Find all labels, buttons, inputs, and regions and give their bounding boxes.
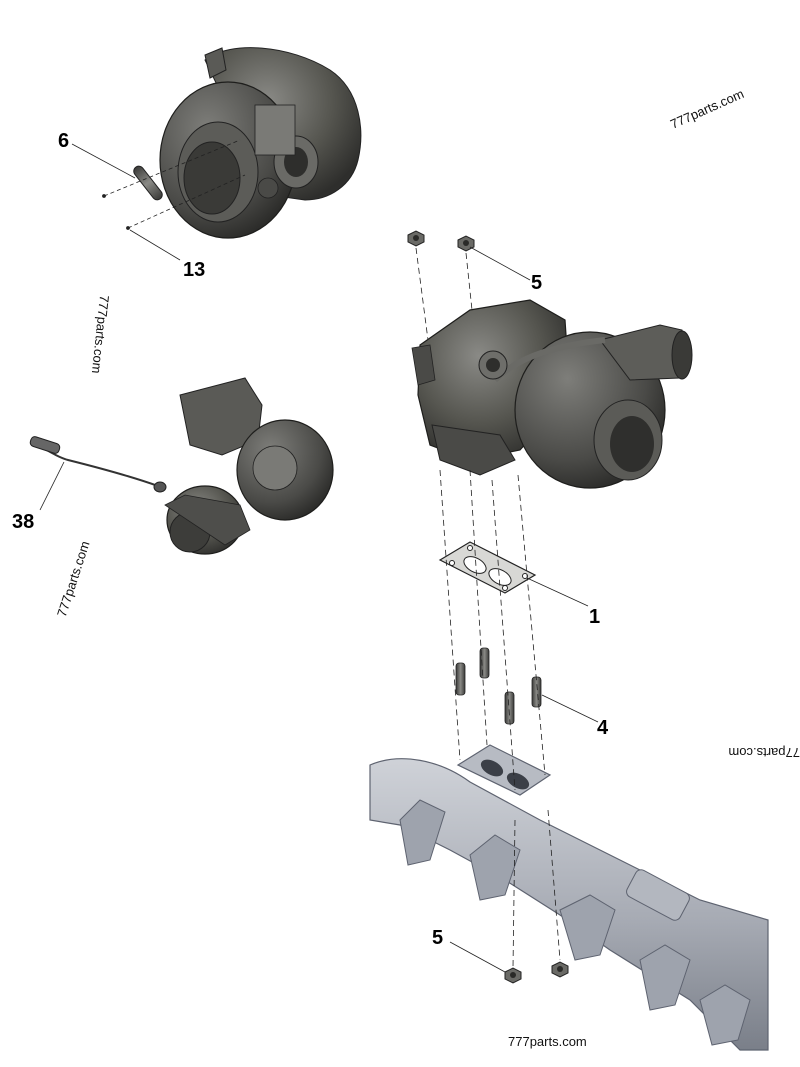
nut-part-5-bottom: [504, 961, 569, 984]
stud-part-4: [455, 647, 542, 725]
callout-1: 1: [589, 606, 601, 628]
callout-5-top: 5: [531, 272, 543, 294]
leader-lines-right: [415, 246, 599, 973]
callout-13: 13: [183, 259, 206, 281]
watermark-bottom: 777parts.com: [508, 1034, 587, 1049]
turbocharger-top-left: [159, 47, 362, 239]
nut-part-5-top: [407, 230, 475, 252]
callout-6: 6: [58, 130, 70, 152]
gasket-part-1: [438, 541, 537, 594]
exhaust-temp-sensor-part-38: [29, 436, 167, 511]
leader-lines-top-left: [71, 139, 246, 261]
turbocharger-main: [411, 299, 693, 489]
turbocharger-vgt: [164, 377, 334, 555]
callout-38: 38: [12, 511, 35, 533]
exhaust-manifold: [369, 744, 769, 1051]
watermark-right-upside-down: 77parts.com: [728, 745, 800, 760]
clamp-part-6: [133, 165, 163, 201]
callout-4: 4: [597, 717, 609, 739]
callout-5-bottom: 5: [432, 927, 444, 949]
